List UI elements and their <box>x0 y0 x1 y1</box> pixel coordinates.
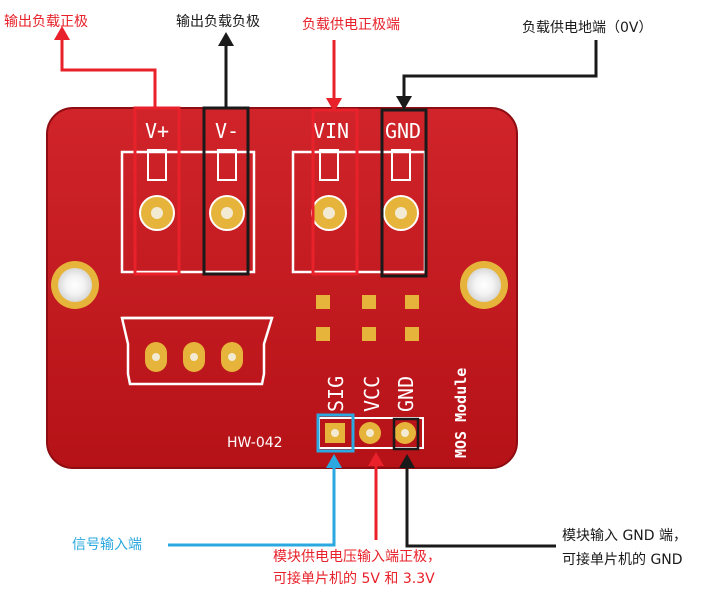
terminal-block-output <box>120 150 256 274</box>
arrow-signal <box>168 454 342 547</box>
header-pin-sig <box>325 423 345 443</box>
silk-label-pin-gnd: GND <box>394 376 418 412</box>
highlight-box-pin-gnd <box>392 417 420 451</box>
label-gnd-0v: 负载供电地端（0V） <box>522 20 653 36</box>
terminal-tab-vin <box>319 149 339 181</box>
pad-gnd <box>383 195 419 231</box>
terminal-tab-vneg <box>217 149 237 181</box>
label-vcc-line1: 模块供电电压输入端正极， <box>273 549 441 565</box>
pad-vneg <box>209 195 245 231</box>
silk-label-vin: VIN <box>313 119 349 143</box>
pad-vin <box>311 195 347 231</box>
mosfet-footprint <box>120 316 274 386</box>
header-pin-vcc <box>359 422 381 444</box>
arrow-pin-gnd <box>399 454 556 548</box>
silk-label-gnd: GND <box>385 119 421 143</box>
highlight-box-sig <box>316 413 355 453</box>
header-pin-gnd <box>394 422 416 444</box>
silk-label-vpos: V+ <box>145 119 169 143</box>
silk-label-vneg: V- <box>215 119 239 143</box>
arrow-vcc <box>368 452 384 540</box>
label-gnd-line2: 可接单片机的 GND <box>562 552 683 568</box>
pad-vpos <box>139 195 175 231</box>
arrow-out-neg <box>218 32 234 108</box>
arrow-gnd-0v <box>396 40 598 110</box>
highlight-box-vpos <box>133 106 181 276</box>
label-vcc-line2: 可接单片机的 5V 和 3.3V <box>273 571 435 587</box>
terminal-tab-gnd <box>391 149 411 181</box>
label-signal-input: 信号输入端 <box>72 537 142 553</box>
label-vin-pos: 负载供电正极端 <box>302 17 400 33</box>
model-label: HW-042 <box>227 435 283 451</box>
arrow-out-pos <box>54 26 157 108</box>
silk-label-vcc: VCC <box>360 376 384 412</box>
module-name-label: MOS Module <box>452 368 470 458</box>
mounting-hole-left <box>51 261 99 309</box>
smd-pads <box>316 295 419 341</box>
label-gnd-line1: 模块输入 GND 端， <box>562 528 688 544</box>
label-out-pos: 输出负载正极 <box>4 14 88 30</box>
silk-label-sig: SIG <box>324 376 348 412</box>
arrow-vin-pos <box>326 40 342 112</box>
label-out-neg: 输出负载负极 <box>176 14 260 30</box>
pcb-board <box>46 107 518 469</box>
terminal-tab-vpos <box>147 149 167 181</box>
mounting-hole-right <box>460 261 508 309</box>
